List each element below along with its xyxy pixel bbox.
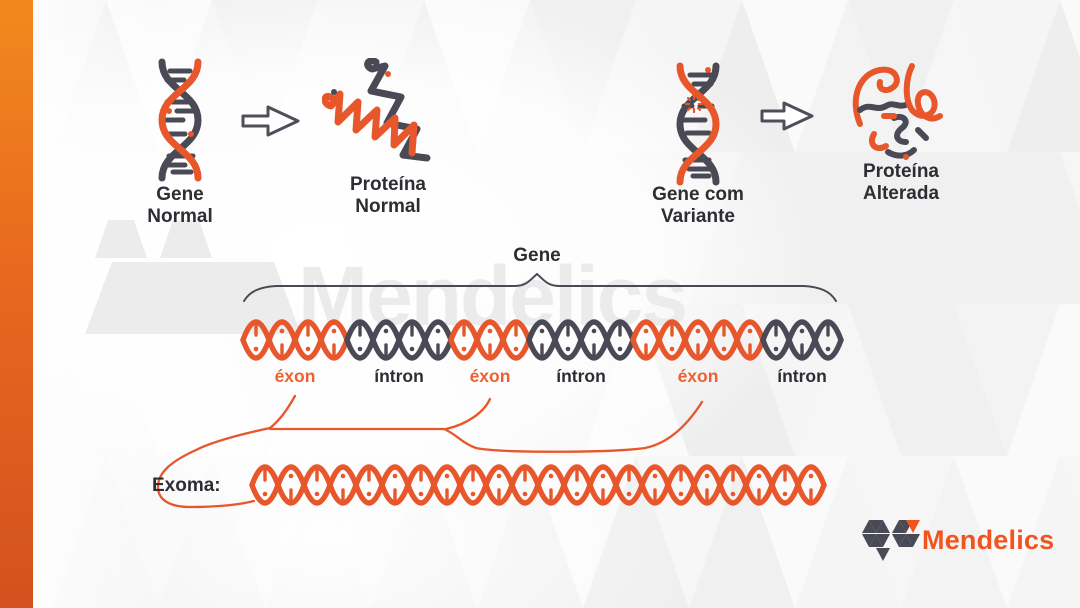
gene-section-title: Gene: [513, 245, 561, 266]
gene-variant-label: Gene com Variante: [633, 184, 763, 228]
protein-altered-label-line1: Proteína: [862, 161, 940, 182]
exome-label: Exoma:: [152, 475, 221, 496]
logo-orange-triangle: [906, 520, 920, 533]
gene-normal-label-line1: Gene: [156, 184, 204, 205]
gene-dna-strand: [240, 319, 844, 361]
gene-normal-label-line2: Normal: [147, 206, 213, 227]
exon-label-2: éxon: [469, 366, 511, 386]
gene-variant-label-line2: Variante: [661, 206, 735, 227]
dna-helix-icon: [158, 58, 202, 182]
intron-label-1: íntron: [374, 366, 424, 386]
exome-dna-strand: [249, 464, 827, 506]
mendelics-logo-text: Mendelics: [922, 525, 1055, 555]
left-accent-bar: [0, 0, 33, 608]
mendelics-logo-mark: [862, 520, 920, 561]
gene-brace: [243, 272, 837, 302]
protein-normal-label-line2: Normal: [355, 196, 421, 217]
protein-tangle-icon: [852, 63, 943, 160]
exon-label-3: éxon: [677, 366, 719, 386]
exon-connector-lines: [156, 394, 704, 509]
mendelics-watermark-text: Mendelics: [298, 249, 688, 343]
right-arrow-icon: [760, 101, 814, 131]
protein-normal-label-line1: Proteína: [349, 174, 427, 195]
gene-normal-label: Gene Normal: [115, 184, 245, 228]
right-arrow-icon: [241, 105, 300, 137]
protein-altered-label: Proteína Alterada: [836, 161, 966, 205]
intron-label-3: íntron: [777, 366, 827, 386]
exon-label-1: éxon: [274, 366, 316, 386]
variant-starburst: [684, 94, 704, 114]
protein-normal-label: Proteína Normal: [323, 174, 453, 218]
protein-coil-icon: [322, 58, 431, 162]
gene-variant-label-line1: Gene com: [652, 184, 744, 205]
intron-label-2: íntron: [556, 366, 606, 386]
protein-altered-label-line2: Alterada: [862, 183, 940, 204]
dna-helix-variant-icon: [676, 62, 720, 186]
